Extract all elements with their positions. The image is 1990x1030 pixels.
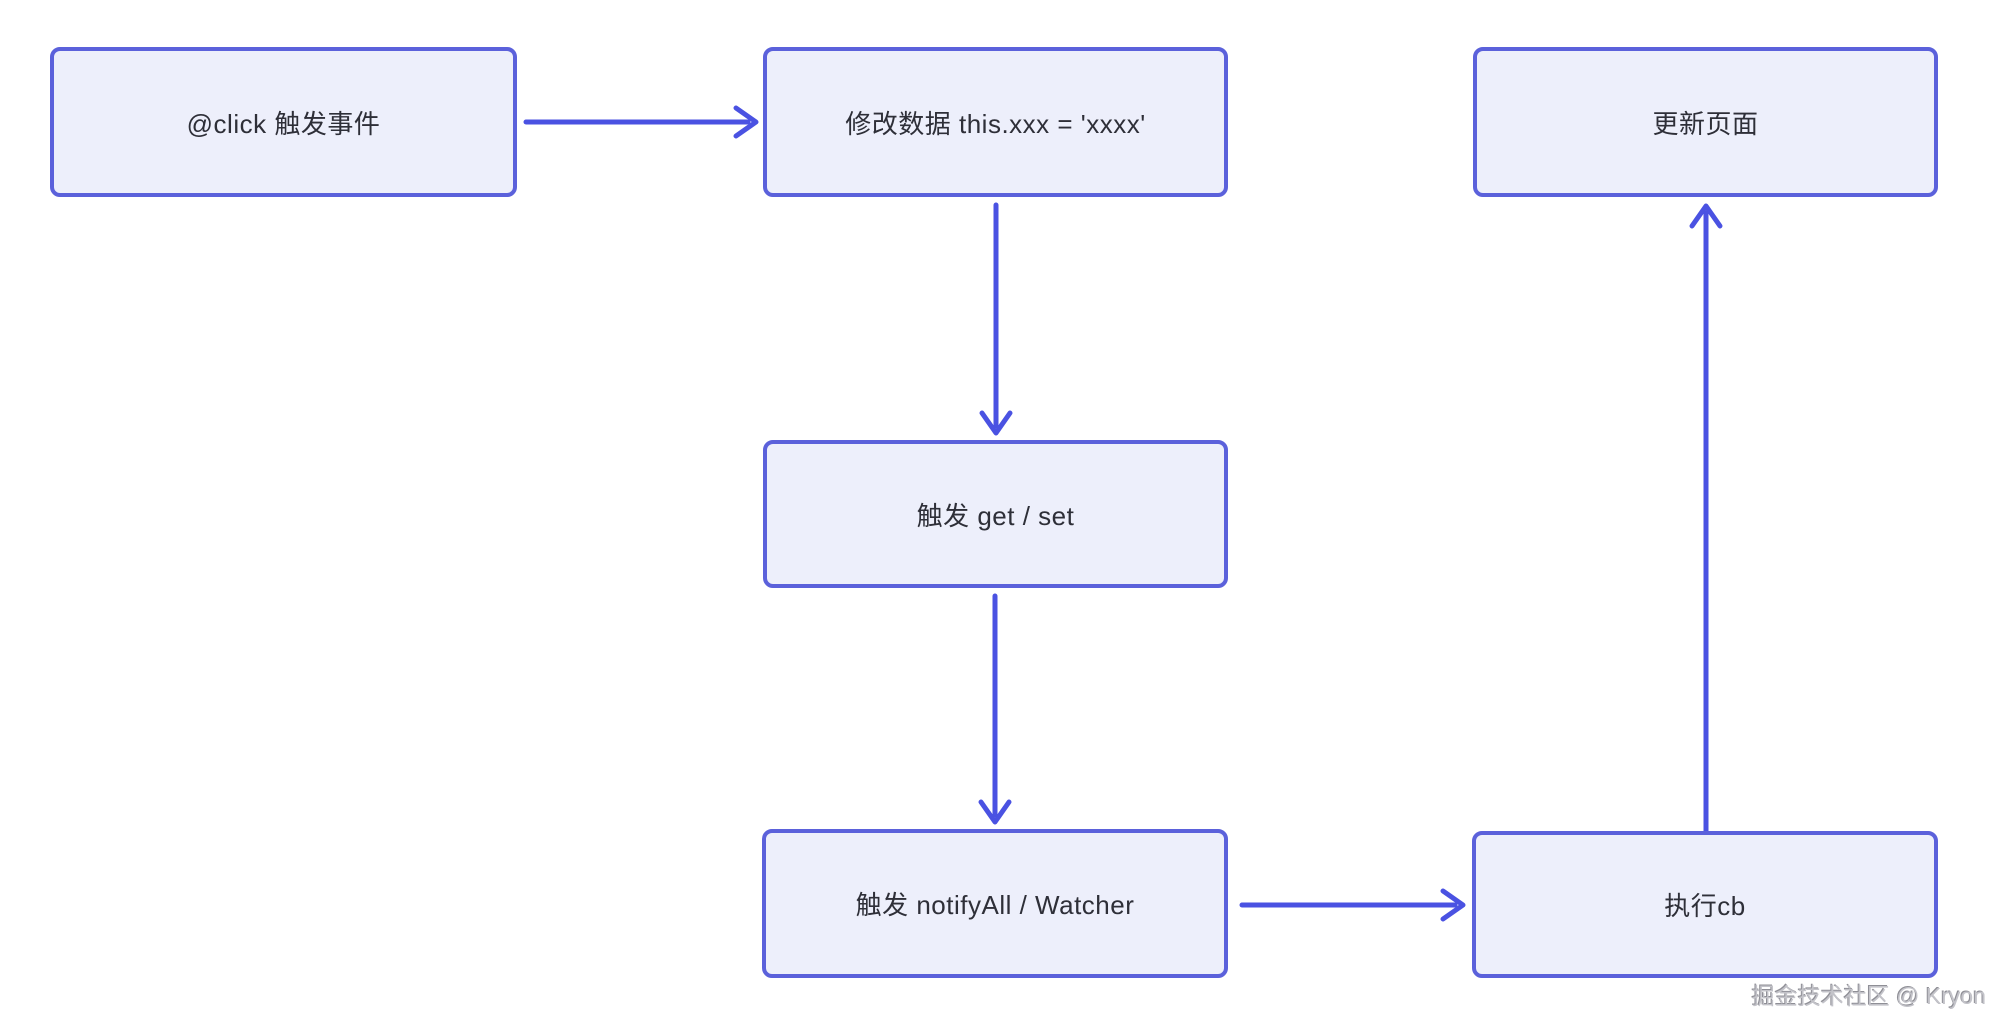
arrowhead-down-icon	[978, 799, 1012, 825]
node-label: 更新页面	[1652, 108, 1759, 139]
node-execute-cb: 执行cb	[1472, 831, 1938, 978]
node-label: @click 触发事件	[186, 108, 381, 139]
node-modify-data: 修改数据 this.xxx = 'xxxx'	[763, 47, 1228, 197]
node-trigger-get-set: 触发 get / set	[763, 440, 1228, 588]
arrowhead-right-icon	[733, 105, 759, 139]
edge-cb-to-update	[1689, 203, 1723, 834]
node-label: 触发 notifyAll / Watcher	[855, 890, 1135, 920]
arrowhead-right-icon	[1440, 888, 1466, 922]
node-label: 执行cb	[1664, 891, 1746, 921]
arrowhead-up-icon	[1689, 203, 1723, 229]
node-click-trigger: @click 触发事件	[50, 47, 517, 197]
node-label: 修改数据 this.xxx = 'xxxx'	[845, 108, 1146, 139]
watermark: 掘金技术社区 @ Kryon	[1751, 983, 1986, 1009]
arrowhead-down-icon	[979, 410, 1013, 436]
edge-modify-to-getset	[979, 202, 1013, 436]
node-label: 触发 get / set	[916, 500, 1075, 531]
node-trigger-notifyall-watcher: 触发 notifyAll / Watcher	[762, 829, 1228, 978]
edge-getset-to-notify	[978, 593, 1012, 825]
edge-click-to-modify	[523, 105, 759, 139]
edge-notify-to-cb	[1239, 888, 1466, 922]
node-update-page: 更新页面	[1473, 47, 1938, 197]
